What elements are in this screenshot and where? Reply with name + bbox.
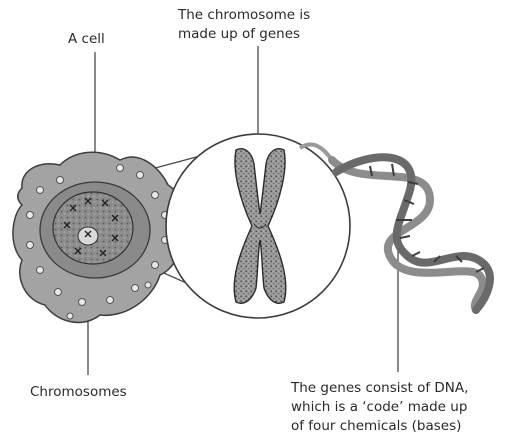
chromosome-label-line-2: made up of genes bbox=[178, 25, 310, 44]
cell-label: A cell bbox=[68, 30, 105, 49]
genes-label-line-3: of four chemicals (bases) bbox=[291, 417, 468, 436]
chromosome-label-line-1: The chromosome is bbox=[178, 6, 310, 25]
cell bbox=[13, 152, 180, 322]
genes-dna-label: The genes consist of DNA, which is a ‘co… bbox=[291, 379, 468, 436]
chromosome-label: The chromosome is made up of genes bbox=[178, 6, 310, 44]
magnified-chromosome-view bbox=[166, 134, 350, 318]
nucleolus bbox=[78, 227, 98, 245]
genes-label-line-1: The genes consist of DNA, bbox=[291, 379, 468, 398]
dna-strand-front bbox=[336, 157, 490, 310]
genes-label-line-2: which is a ‘code’ made up bbox=[291, 398, 468, 417]
chromosomes-label: Chromosomes bbox=[30, 383, 127, 402]
